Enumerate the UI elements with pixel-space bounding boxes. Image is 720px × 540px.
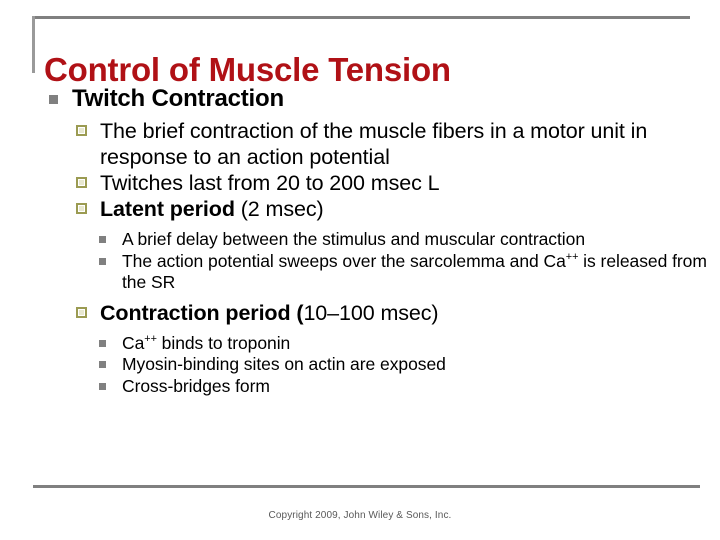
list-item-text-post: is released from the SR xyxy=(122,250,707,293)
list-item-term: Contraction period ( xyxy=(100,300,304,325)
list-item-term: Latent period xyxy=(100,197,235,221)
hollow-square-bullet-icon xyxy=(76,306,87,318)
outline-level-3: A brief delay between the stimulus and m… xyxy=(0,229,720,294)
list-item-text: Cross-bridges form xyxy=(122,375,270,396)
nested-list-container: A brief delay between the stimulus and m… xyxy=(0,222,720,300)
superscript-charge: ++ xyxy=(565,250,579,263)
list-item-text: Myosin-binding sites on actin are expose… xyxy=(122,354,446,374)
list-item[interactable]: The brief contraction of the muscle fibe… xyxy=(0,118,720,170)
copyright-footer: Copyright 2009, John Wiley & Sons, Inc. xyxy=(268,510,452,521)
list-item[interactable]: Ca++ binds to troponin xyxy=(0,333,720,355)
list-item-text: A brief delay between the stimulus and m… xyxy=(122,229,585,249)
list-item-text: The brief contraction of the muscle fibe… xyxy=(100,119,648,169)
title-top-rule xyxy=(33,16,690,19)
page-title: Control of Muscle Tension xyxy=(44,51,451,89)
footer-rule xyxy=(33,485,700,488)
list-item[interactable]: Cross-bridges form xyxy=(0,376,720,398)
title-left-rule xyxy=(32,16,35,73)
hollow-square-bullet-icon xyxy=(76,203,87,214)
list-item-text-pre: The action potential sweeps over the sar… xyxy=(122,250,566,271)
list-item-heading[interactable]: Twitch Contraction xyxy=(0,84,720,114)
square-bullet-icon xyxy=(99,361,106,368)
nested-list-container: Ca++ binds to troponin Myosin-binding si… xyxy=(0,326,720,398)
list-item-detail: (2 msec) xyxy=(234,197,324,221)
outline-level-3: Ca++ binds to troponin Myosin-binding si… xyxy=(0,333,720,398)
slide-body: Twitch Contraction The brief contraction… xyxy=(0,84,720,397)
square-bullet-icon xyxy=(99,339,106,347)
list-item-detail: 10–100 msec) xyxy=(303,300,439,325)
list-item-text: Twitches last from 20 to 200 msec L xyxy=(100,171,440,195)
square-bullet-icon xyxy=(99,257,106,265)
outline-level-2: The brief contraction of the muscle fibe… xyxy=(0,118,720,397)
list-item[interactable]: The action potential sweeps over the sar… xyxy=(0,251,720,294)
list-item-text-pre: Ca xyxy=(122,332,145,353)
list-item[interactable]: A brief delay between the stimulus and m… xyxy=(0,229,720,251)
outline-level-1: Twitch Contraction xyxy=(0,84,720,114)
list-item[interactable]: Contraction period (10–100 msec) xyxy=(0,300,720,326)
square-bullet-icon xyxy=(99,382,106,390)
heading-label: Twitch Contraction xyxy=(72,85,284,112)
list-item-text-post: binds to troponin xyxy=(156,332,291,353)
hollow-square-bullet-icon xyxy=(76,125,87,136)
list-item[interactable]: Latent period (2 msec) xyxy=(0,196,720,222)
square-bullet-icon xyxy=(49,95,58,104)
list-item[interactable]: Twitches last from 20 to 200 msec L xyxy=(0,170,720,196)
superscript-charge: ++ xyxy=(144,332,157,345)
square-bullet-icon xyxy=(99,236,106,243)
hollow-square-bullet-icon xyxy=(76,177,87,188)
list-item[interactable]: Myosin-binding sites on actin are expose… xyxy=(0,354,720,376)
